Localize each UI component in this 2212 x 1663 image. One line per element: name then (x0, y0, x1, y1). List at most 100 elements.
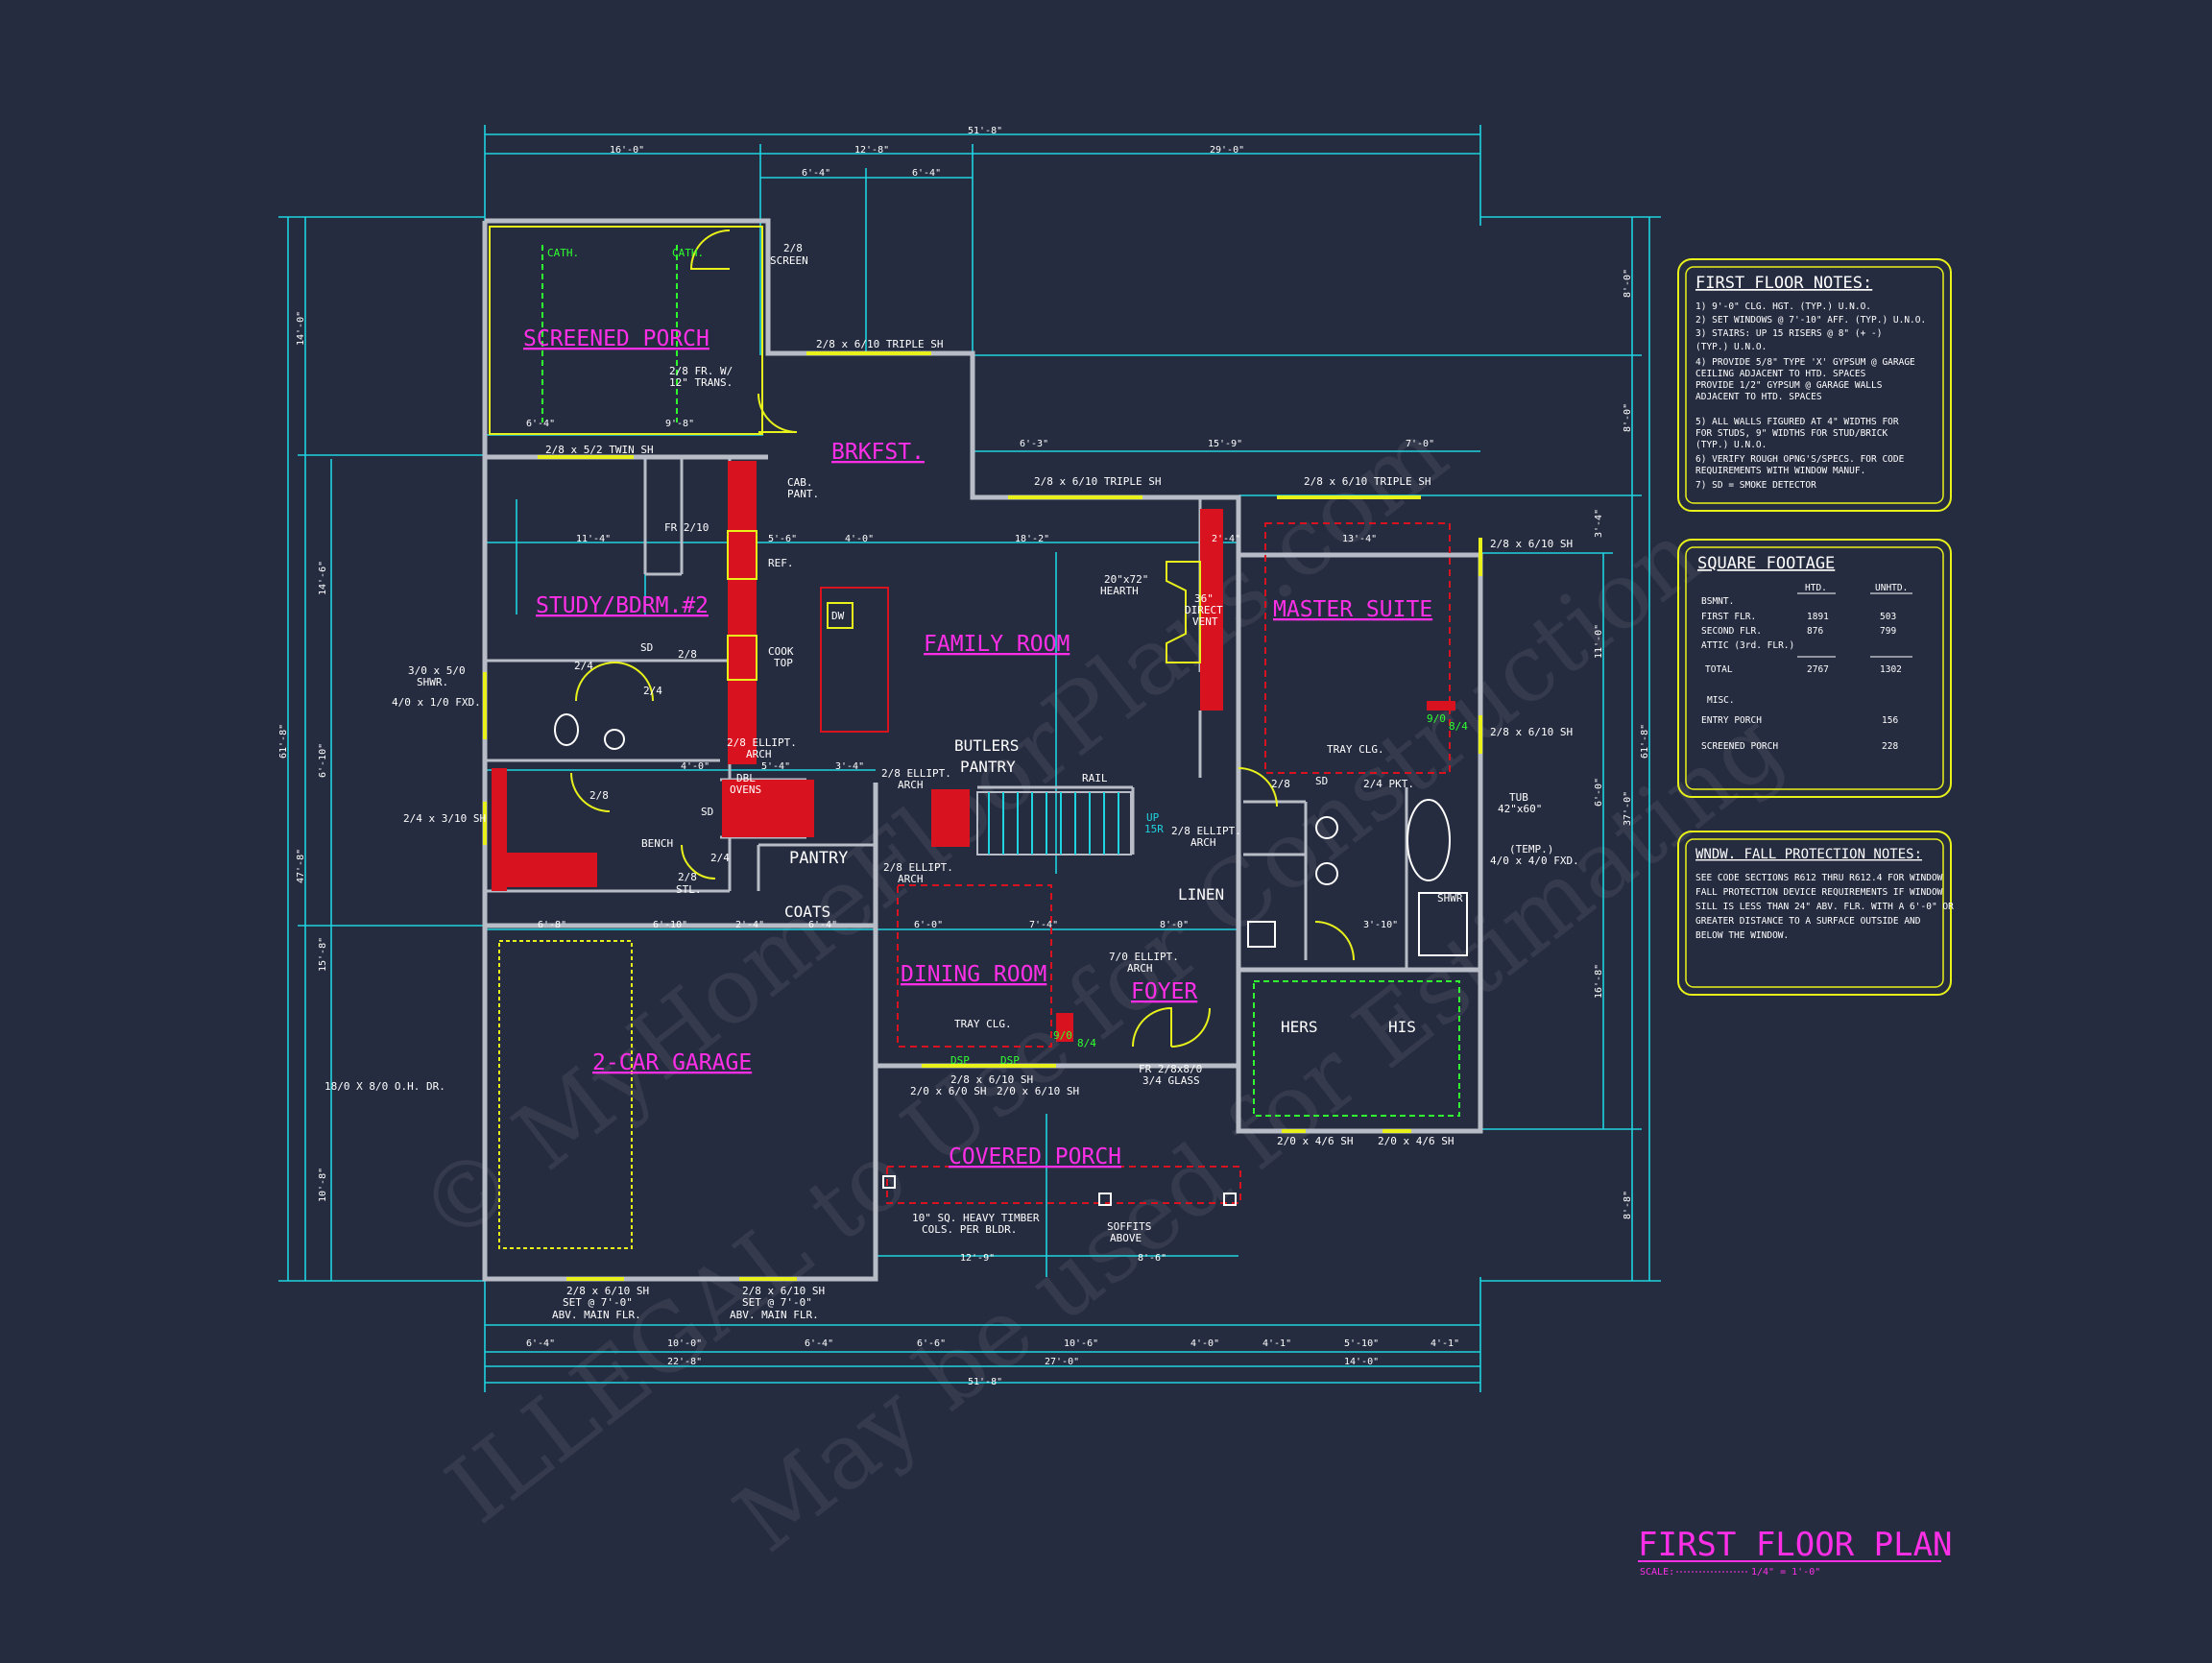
notes-title: FIRST FLOOR NOTES: (1695, 274, 1872, 293)
dim-g1: 6'-8" (538, 920, 566, 930)
dimension-lines (278, 125, 1661, 1392)
porch-columns (882, 1175, 1237, 1206)
ellipt-arch-label-1: 2/8 ELLIPT. (727, 736, 797, 749)
garage-window-1b: SET @ 7'-0" (563, 1296, 633, 1309)
dbl-ovens-label: DBL (736, 772, 756, 784)
room-label-study: STUDY/BDRM.#2 (536, 593, 709, 618)
dim-top-b: 12'-8" (854, 145, 889, 156)
dim-r3: 4'-0" (845, 534, 874, 544)
note-line-1: 1) 9'-0" CLG. HGT. (TYP.) U.N.O. (1695, 301, 1871, 312)
door-28-b: 2/8 (589, 789, 609, 802)
notes-list: 1) 9'-0" CLG. HGT. (TYP.) U.N.O. 2) SET … (1695, 301, 1926, 491)
dim-bot2-b: 27'-0" (1045, 1357, 1079, 1367)
sqft-total-label: TOTAL (1705, 664, 1733, 675)
scale-label: SCALE: (1640, 1567, 1674, 1578)
note-line-6: CEILING ADJACENT TO HTD. SPACES (1695, 369, 1866, 379)
dsp-label-2: DSP (1000, 1054, 1020, 1067)
door-swings[interactable] (570, 229, 1355, 1048)
dim-bot-e: 10'-6" (1064, 1338, 1098, 1349)
height-label-2: 8/4 (1449, 720, 1468, 733)
dim-top-c: 29'-0" (1210, 145, 1244, 156)
note-line-2: 2) SET WINDOWS @ 7'-10" AFF. (TYP.) U.N.… (1695, 315, 1926, 325)
dim-left-f: 15'-8" (318, 937, 328, 972)
note-line-7: PROVIDE 1/2" GYPSUM @ GARAGE WALLS (1695, 380, 1883, 391)
dim-g7: 8'-0" (1160, 920, 1189, 930)
height-label-4: 8/4 (1077, 1037, 1096, 1049)
dw-label: DW (831, 610, 845, 622)
hearth-label: 20"x72" (1104, 573, 1148, 586)
ellipt-arch-label-4: 2/8 ELLIPT. (1171, 825, 1241, 837)
dim-left-g: 10'-8" (318, 1168, 328, 1202)
dim-bot-a: 6'-4" (526, 1338, 555, 1349)
tub-label: TUB (1509, 791, 1528, 804)
dim-bot-b: 10'-0" (667, 1338, 702, 1349)
room-label-garage: 2-CAR GARAGE (592, 1050, 752, 1075)
window-label-triple-3: 2/8 x 6/10 TRIPLE SH (1304, 475, 1431, 488)
door-24-b: 2/4 (643, 685, 662, 697)
sh-window-left-label: 2/4 x 3/10 SH (403, 812, 486, 825)
sqft-row-2-label: FIRST FLR. (1701, 612, 1756, 622)
room-label-hers: HERS (1281, 1018, 1318, 1036)
dim-right-i: 8'-8" (1623, 1191, 1633, 1219)
dim-left-d: 47'-8" (296, 849, 306, 883)
dim-top-a: 16'-0" (610, 145, 644, 156)
garage-door-outline (498, 940, 633, 1249)
hearth-label-2: HEARTH (1100, 585, 1139, 597)
dim-r2: 5'-6" (768, 534, 797, 544)
ellipt-arch-label-3: 2/8 ELLIPT. (883, 861, 953, 874)
garage-window-1: 2/8 x 6/10 SH (566, 1285, 649, 1297)
screened-porch-screen (489, 226, 763, 435)
dim-left-c: 6'-10" (318, 743, 328, 778)
window-label-dining-2: 2/8 x 6/10 SH (950, 1073, 1033, 1086)
fall-title: WNDW. FALL PROTECTION NOTES: (1695, 847, 1922, 862)
height-label-1: 9/0 (1427, 712, 1446, 725)
door-28-c: 2/8 (1271, 778, 1290, 790)
sqft-row-2-htd: 1891 (1807, 612, 1829, 622)
dimension-labels: 51'-8" 16'-0" 12'-8" 29'-0" 6'-4" 6'-4" … (278, 126, 1650, 1387)
sqft-row-3-label: SECOND FLR. (1701, 626, 1762, 637)
square-footage-panel: SQUARE FOOTAGE HTD. UNHTD. BSMNT. FIRST … (1677, 539, 1952, 798)
fall-line-1: SEE CODE SECTIONS R612 THRU R612.4 FOR W… (1695, 873, 1943, 883)
window-label-sh-right-2: 2/8 x 6/10 SH (1490, 726, 1573, 738)
tray-ceiling-label-2: TRAY CLG. (954, 1018, 1012, 1030)
sqft-col-unhtd: UNHTD. (1875, 583, 1908, 593)
window-label-dining-1: 2/0 x 6/0 SH (910, 1085, 986, 1097)
smoke-detector-1: SD (640, 641, 653, 654)
garage-window-2b: SET @ 7'-0" (742, 1296, 812, 1309)
window-label-triple-2: 2/8 x 6/10 TRIPLE SH (1034, 475, 1161, 488)
cath-label-1: CATH. (547, 247, 579, 259)
sqft-misc-2-label: SCREENED PORCH (1701, 741, 1778, 752)
dim-g4: 6'-4" (808, 920, 837, 930)
sqft-row-3-unhtd: 799 (1880, 626, 1896, 637)
dim-cp1: 12'-9" (960, 1253, 995, 1264)
sqft-table: HTD. UNHTD. BSMNT. FIRST FLR. 1891 503 S… (1701, 583, 1912, 752)
ellipt-arch-label-1b: ARCH (746, 748, 772, 760)
soffit-label: SOFFITS (1107, 1220, 1151, 1233)
window-label-master-2: 2/0 x 4/6 SH (1378, 1135, 1454, 1147)
dim-porch-b: 9'-8" (665, 419, 694, 429)
dim-right-a: 8'-0" (1623, 269, 1633, 298)
first-floor-notes-panel: FIRST FLOOR NOTES: 1) 9'-0" CLG. HGT. (T… (1677, 258, 1952, 512)
ref-label: REF. (768, 557, 794, 569)
window-label-sh-right-1: 2/8 x 6/10 SH (1490, 538, 1573, 550)
room-label-screened-porch: SCREENED PORCH (523, 326, 709, 351)
dim-m3: 3'-4" (835, 761, 864, 772)
dim-right-c: 61'-8" (1640, 724, 1650, 759)
sqft-row-1-label: BSMNT. (1701, 596, 1734, 607)
sqft-total-htd: 2767 (1807, 664, 1829, 675)
dim-bot-i: 4'-1" (1431, 1338, 1459, 1349)
fall-line-4: GREATER DISTANCE TO A SURFACE OUTSIDE AN… (1695, 916, 1921, 927)
fr-door-label: 2/8 FR. W/ (669, 365, 733, 377)
dim-bot3: 51'-8" (968, 1377, 1002, 1387)
room-label-family-room: FAMILY ROOM (924, 632, 1070, 657)
sqft-title: SQUARE FOOTAGE (1697, 554, 1835, 573)
stairs[interactable] (976, 791, 1132, 856)
ellipt-arch-label-2: 2/8 ELLIPT. (881, 767, 951, 780)
vent-label-3: VENT (1192, 615, 1218, 628)
dim-brk-b: 15'-9" (1208, 439, 1242, 449)
sqft-row-2-unhtd: 503 (1880, 612, 1896, 622)
cath-label-2: CATH. (672, 247, 704, 259)
smoke-detector-2: SD (701, 806, 713, 818)
cabinets-and-brick (492, 461, 1455, 1042)
